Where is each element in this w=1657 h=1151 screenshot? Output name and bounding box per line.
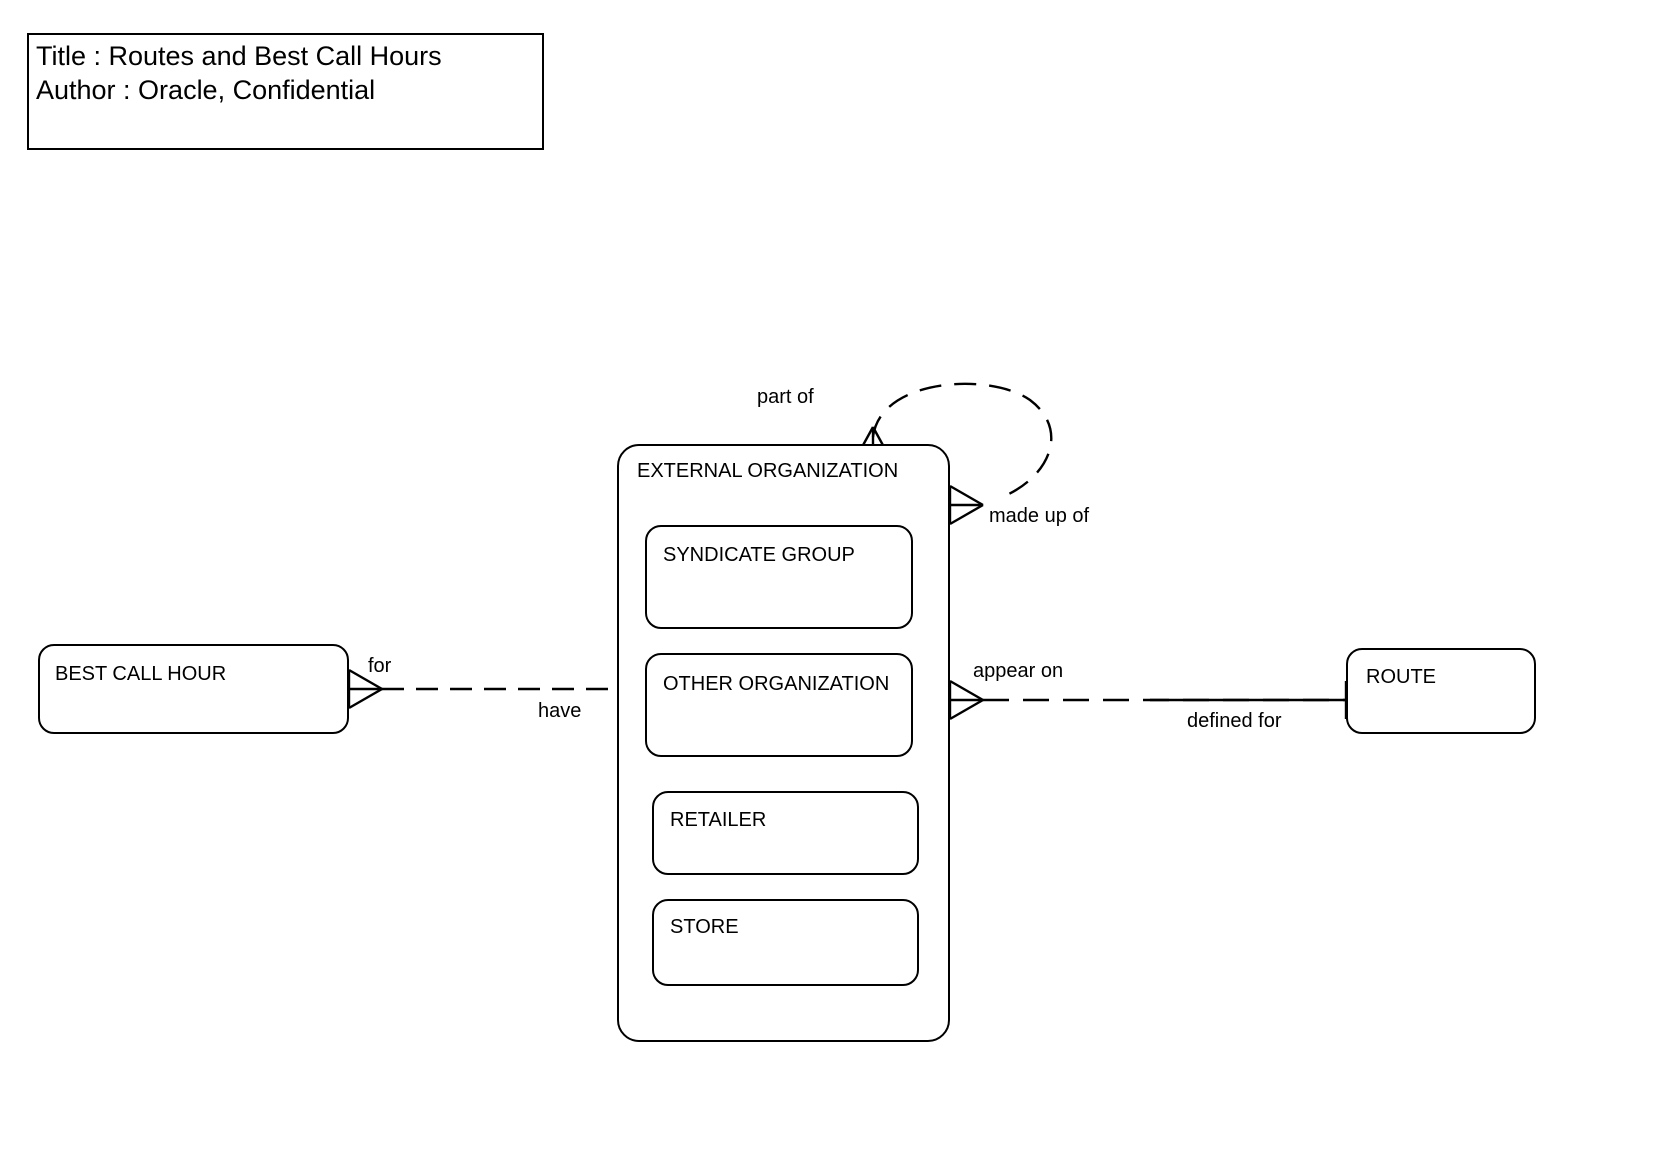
entity-label-route: ROUTE: [1366, 666, 1436, 688]
crowsfoot-external-org-route-side: [948, 679, 984, 721]
entity-store[interactable]: [652, 899, 919, 986]
diagram-author-text: Author : Oracle, Confidential: [36, 75, 376, 105]
entity-label-best-call-hour: BEST CALL HOUR: [55, 663, 227, 685]
entity-label-external-organization: EXTERNAL ORGANIZATION: [637, 460, 899, 482]
relationship-label-made-up-of: made up of: [989, 505, 1090, 527]
entity-syndicate-group[interactable]: [645, 525, 913, 629]
entity-label-other-organization: OTHER ORGANIZATION: [663, 673, 890, 695]
entity-route[interactable]: [1346, 648, 1536, 734]
entity-label-syndicate-group: SYNDICATE GROUP: [663, 544, 855, 566]
entity-label-retailer: RETAILER: [670, 809, 767, 831]
diagram-title-text: Title : Routes and Best Call Hours: [36, 41, 442, 71]
relationship-label-for: for: [368, 655, 392, 677]
entity-other-organization[interactable]: [645, 653, 913, 757]
relationship-label-defined-for: defined for: [1187, 710, 1282, 732]
relationship-line-external-org-route: [948, 679, 1414, 721]
entity-label-store: STORE: [670, 916, 739, 938]
entity-best-call-hour[interactable]: [38, 644, 349, 734]
relationship-label-appear-on: appear on: [973, 660, 1064, 682]
title-block: Title : Routes and Best Call Hours Autho…: [27, 33, 544, 150]
relationship-label-part-of: part of: [757, 386, 814, 408]
entity-retailer[interactable]: [652, 791, 919, 875]
relationship-label-have: have: [538, 700, 582, 722]
crowsfoot-made-up-of: [948, 484, 984, 526]
